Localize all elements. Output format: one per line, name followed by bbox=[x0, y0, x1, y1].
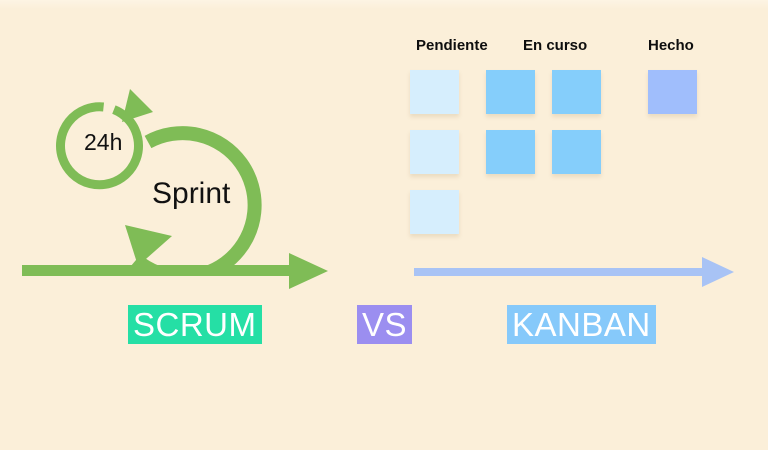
note-encurso-2[interactable] bbox=[486, 130, 535, 174]
kanban-column-header-pendiente: Pendiente bbox=[416, 37, 488, 54]
note-encurso-1[interactable] bbox=[486, 70, 535, 114]
kanban-column-header-en-curso: En curso bbox=[523, 37, 588, 54]
sprint-loop-icon bbox=[125, 126, 262, 270]
top-gradient-band bbox=[0, 0, 768, 9]
note-encurso-4[interactable] bbox=[552, 130, 601, 174]
note-hecho-1[interactable] bbox=[648, 70, 697, 114]
sprint-duration-label: 24h bbox=[84, 129, 123, 155]
scrum-cycle-icon bbox=[56, 89, 262, 270]
twenty-four-hour-loop-icon bbox=[56, 89, 153, 190]
note-pendiente-2[interactable] bbox=[410, 130, 459, 174]
kanban-column-headers: Pendiente En curso Hecho bbox=[410, 37, 710, 59]
note-pendiente-3[interactable] bbox=[410, 190, 459, 234]
sprint-label: Sprint bbox=[152, 177, 231, 210]
kanban-flow-arrow-icon bbox=[414, 257, 734, 287]
label-kanban: KANBAN bbox=[507, 305, 656, 344]
scrum-timeline-arrow-icon bbox=[22, 253, 328, 289]
label-scrum: SCRUM bbox=[128, 305, 262, 344]
kanban-board-notes bbox=[410, 70, 730, 240]
note-encurso-3[interactable] bbox=[552, 70, 601, 114]
kanban-column-header-hecho: Hecho bbox=[648, 37, 694, 54]
label-vs: VS bbox=[357, 305, 413, 344]
note-pendiente-1[interactable] bbox=[410, 70, 459, 114]
